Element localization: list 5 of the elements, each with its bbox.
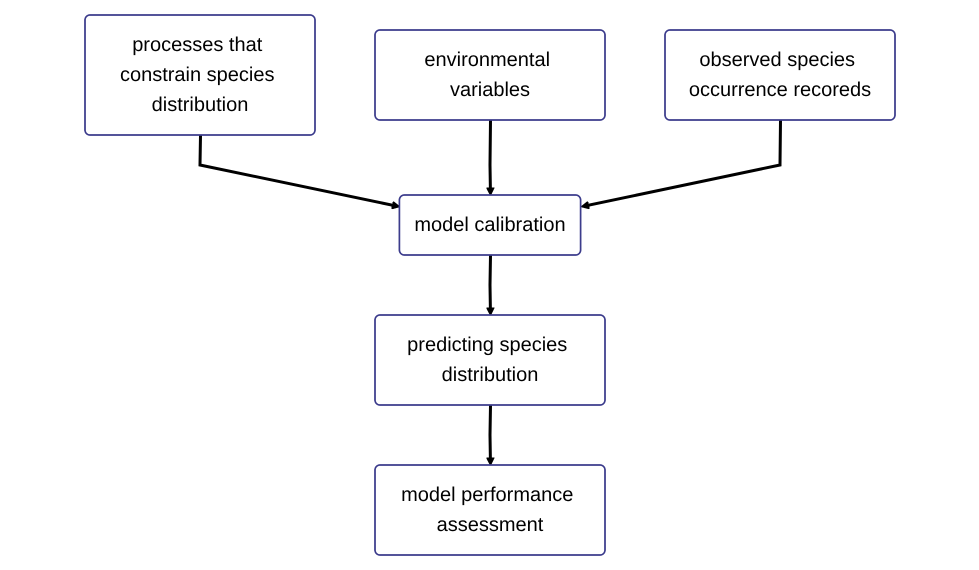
arrow — [485, 120, 494, 196]
arrow — [580, 120, 782, 210]
arrow — [485, 405, 494, 466]
arrow — [485, 255, 494, 316]
arrow — [198, 135, 400, 210]
